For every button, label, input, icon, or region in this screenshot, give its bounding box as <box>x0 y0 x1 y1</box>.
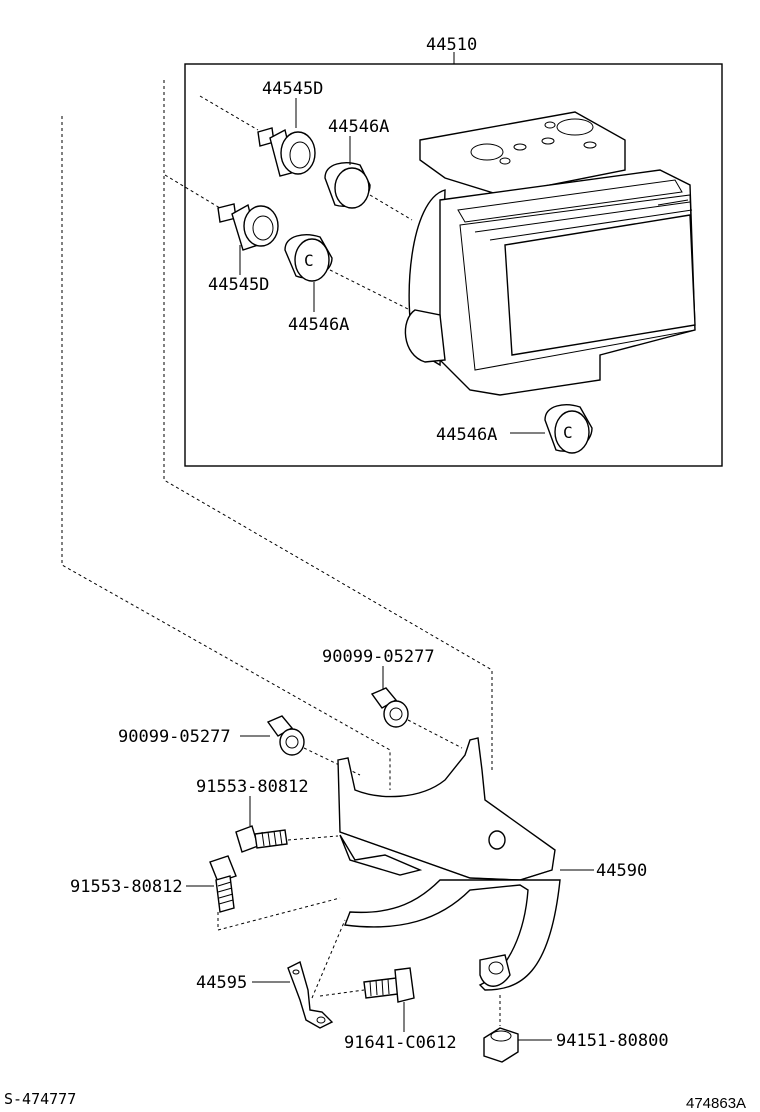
svg-text:C: C <box>304 251 314 270</box>
label-44545d-top: 44545D <box>262 79 323 99</box>
spacer-44545d-mid <box>217 203 279 251</box>
abs-actuator-unit <box>404 111 696 396</box>
label-44510: 44510 <box>426 35 477 55</box>
svg-text:C: C <box>563 423 573 442</box>
bolt-91553-upper <box>235 825 288 853</box>
bracket-44590 <box>337 737 561 991</box>
label-44595: 44595 <box>196 973 247 993</box>
nut-90099-lower <box>266 715 305 756</box>
label-91641: 91641-C0612 <box>344 1033 457 1053</box>
label-44546a-top: 44546A <box>328 117 389 137</box>
label-91553-upper: 91553-80812 <box>196 777 309 797</box>
label-44546a-bottom: 44546A <box>436 425 497 445</box>
bolt-91641 <box>363 967 415 1003</box>
spacer-44545d-top <box>257 127 316 177</box>
footer-right-code: 474863A <box>686 1095 746 1112</box>
mount-guide-inner <box>163 80 493 770</box>
label-44545d-mid: 44545D <box>208 275 269 295</box>
cushion-44546a-top <box>324 162 371 209</box>
label-91553-lower: 91553-80812 <box>70 877 183 897</box>
bolt-91553-lower <box>209 855 237 913</box>
label-44546a-mid: 44546A <box>288 315 349 335</box>
mount-guide-outer <box>61 116 391 790</box>
label-94151: 94151-80800 <box>556 1031 669 1051</box>
cushion-44546a-mid: C <box>284 234 333 282</box>
bracket-44595 <box>287 960 334 1029</box>
label-90099-lower: 90099-05277 <box>118 727 231 747</box>
footer-left-code: S-474777 <box>4 1090 76 1108</box>
nut-90099-upper <box>370 687 409 728</box>
label-44590: 44590 <box>596 861 647 881</box>
nut-94151 <box>483 1027 519 1063</box>
label-90099-upper: 90099-05277 <box>322 647 435 667</box>
cushion-44546a-bottom: C <box>544 404 593 454</box>
